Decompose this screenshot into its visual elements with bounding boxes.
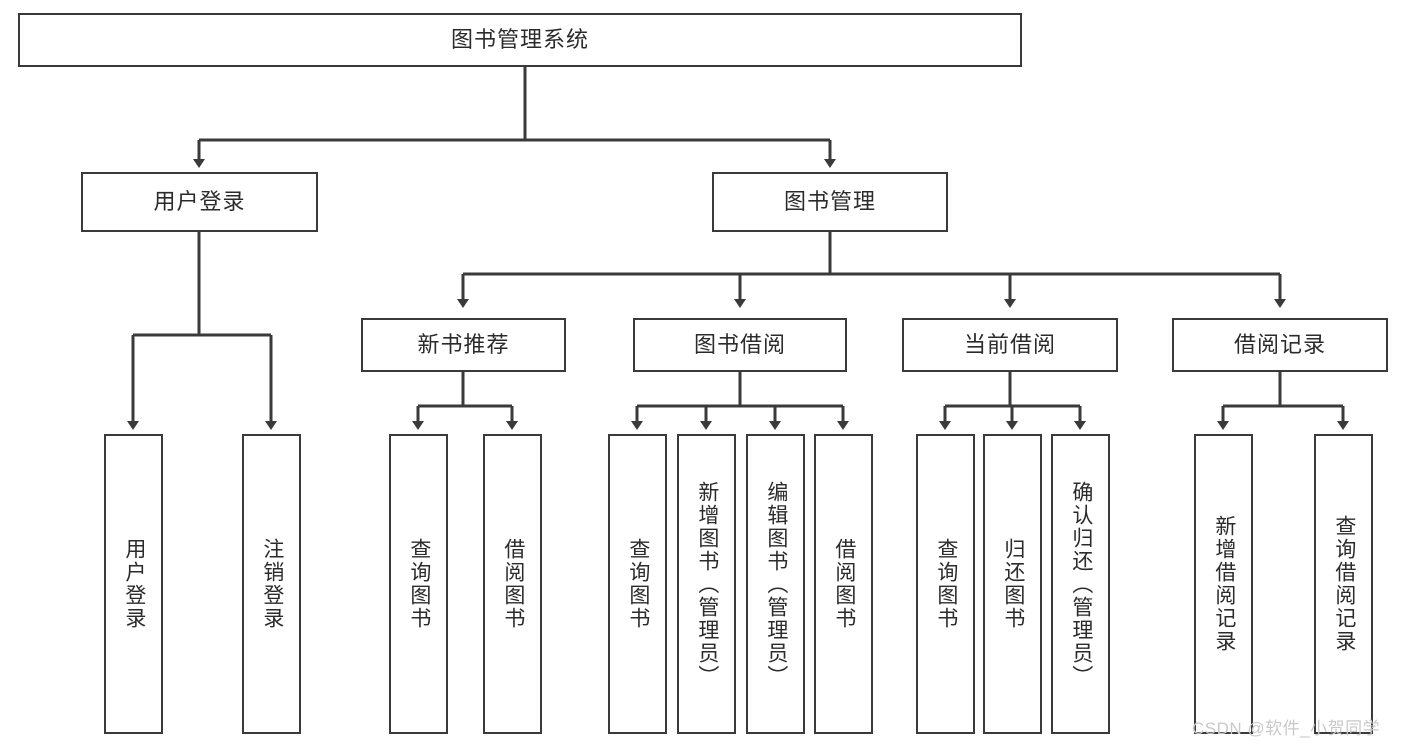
node-leaf-borrow-book-2-label: 借阅图书 bbox=[832, 538, 856, 630]
node-leaf-query-record-label: 查询借阅记录 bbox=[1332, 515, 1356, 653]
node-current-borrow[interactable]: 当前借阅 bbox=[902, 318, 1118, 372]
node-leaf-query-book-3-label: 查询图书 bbox=[934, 538, 958, 630]
node-leaf-user-logout-label: 注销登录 bbox=[260, 538, 284, 630]
node-leaf-user-login-label: 用户登录 bbox=[122, 538, 146, 630]
node-leaf-borrow-book-1[interactable]: 借阅图书 bbox=[483, 434, 542, 734]
node-leaf-query-book-2-label: 查询图书 bbox=[626, 538, 650, 630]
node-leaf-query-book-3[interactable]: 查询图书 bbox=[916, 434, 975, 734]
node-leaf-add-record-label: 新增借阅记录 bbox=[1212, 515, 1236, 653]
node-leaf-add-record[interactable]: 新增借阅记录 bbox=[1194, 434, 1253, 734]
node-new-book-recommend[interactable]: 新书推荐 bbox=[361, 318, 566, 372]
node-leaf-return-book-label: 归还图书 bbox=[1001, 538, 1025, 630]
node-leaf-query-book-1-label: 查询图书 bbox=[407, 538, 431, 630]
node-book-manage-label: 图书管理 bbox=[783, 188, 876, 214]
node-leaf-confirm-return[interactable]: 确认归还（管理员） bbox=[1051, 434, 1110, 734]
node-leaf-add-book-label: 新增图书（管理员） bbox=[695, 480, 719, 688]
node-new-book-recommend-label: 新书推荐 bbox=[417, 331, 510, 357]
node-user-login-label: 用户登录 bbox=[153, 188, 246, 214]
node-leaf-return-book[interactable]: 归还图书 bbox=[983, 434, 1042, 734]
node-leaf-query-record[interactable]: 查询借阅记录 bbox=[1314, 434, 1373, 734]
node-book-borrow-label: 图书借阅 bbox=[693, 331, 786, 357]
node-current-borrow-label: 当前借阅 bbox=[963, 331, 1056, 357]
node-leaf-borrow-book-2[interactable]: 借阅图书 bbox=[814, 434, 873, 734]
node-borrow-record[interactable]: 借阅记录 bbox=[1172, 318, 1388, 372]
node-leaf-query-book-2[interactable]: 查询图书 bbox=[608, 434, 667, 734]
node-leaf-borrow-book-1-label: 借阅图书 bbox=[501, 538, 525, 630]
node-leaf-edit-book-label: 编辑图书（管理员） bbox=[764, 480, 788, 688]
node-root[interactable]: 图书管理系统 bbox=[18, 13, 1022, 67]
node-leaf-confirm-return-label: 确认归还（管理员） bbox=[1069, 480, 1093, 688]
node-book-borrow[interactable]: 图书借阅 bbox=[633, 318, 847, 372]
node-root-label: 图书管理系统 bbox=[450, 26, 589, 52]
node-user-login[interactable]: 用户登录 bbox=[81, 172, 318, 232]
node-leaf-edit-book[interactable]: 编辑图书（管理员） bbox=[746, 434, 805, 734]
node-leaf-add-book[interactable]: 新增图书（管理员） bbox=[677, 434, 736, 734]
node-book-manage[interactable]: 图书管理 bbox=[712, 172, 948, 232]
node-leaf-query-book-1[interactable]: 查询图书 bbox=[389, 434, 448, 734]
node-borrow-record-label: 借阅记录 bbox=[1233, 331, 1326, 357]
node-leaf-user-logout[interactable]: 注销登录 bbox=[242, 434, 301, 734]
node-leaf-user-login[interactable]: 用户登录 bbox=[104, 434, 163, 734]
